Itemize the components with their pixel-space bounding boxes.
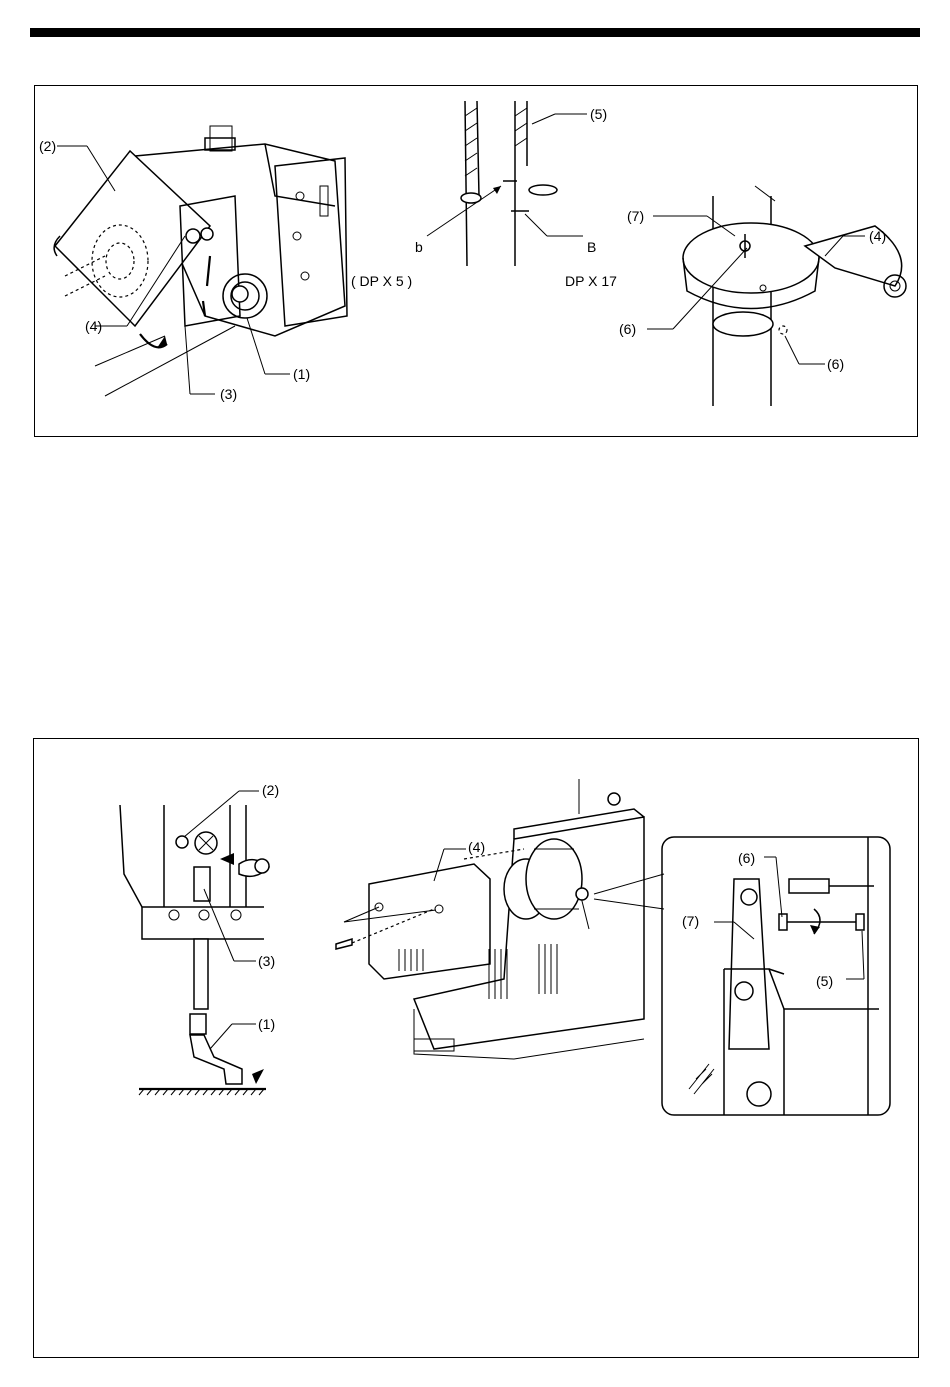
needle-illustration (427, 101, 587, 266)
callout-6-right: (6) (827, 356, 844, 372)
figure-2-drawing: (2) (3) (1) (4) (6) (7) (5) (34, 739, 920, 1359)
callout-3: (3) (258, 953, 275, 969)
callout-5: (5) (816, 973, 833, 989)
callout-4: (4) (85, 318, 102, 334)
machine-head-illustration (54, 126, 347, 396)
callout-6: (6) (738, 850, 755, 866)
callout-1: (1) (293, 366, 310, 382)
figure-panel-1: (2) (4) (3) (1) (5) b B ( DP X 5 ) DP X … (34, 85, 918, 437)
figure-panel-2: (2) (3) (1) (4) (6) (7) (5) (33, 738, 919, 1358)
pulley-illustration (647, 186, 906, 406)
callout-4: (4) (468, 839, 485, 855)
label-B: B (587, 239, 596, 255)
callout-3: (3) (220, 386, 237, 402)
callout-5: (5) (590, 106, 607, 122)
figure-1-drawing: (2) (4) (3) (1) (5) b B ( DP X 5 ) DP X … (35, 86, 919, 438)
presser-foot-illustration (120, 791, 269, 1095)
callout-2: (2) (39, 138, 56, 154)
callout-2: (2) (262, 782, 279, 798)
machine-cover-illustration (336, 779, 664, 1059)
callout-1: (1) (258, 1016, 275, 1032)
callout-7: (7) (627, 208, 644, 224)
needle-type-dpx5: ( DP X 5 ) (351, 273, 412, 289)
callout-6-left: (6) (619, 321, 636, 337)
detail-inset-illustration (662, 837, 890, 1115)
header-rule (30, 28, 920, 37)
callout-7: (7) (682, 913, 699, 929)
needle-type-dpx17: DP X 17 (565, 273, 617, 289)
callout-4-pulley: (4) (869, 228, 886, 244)
label-b: b (415, 239, 423, 255)
